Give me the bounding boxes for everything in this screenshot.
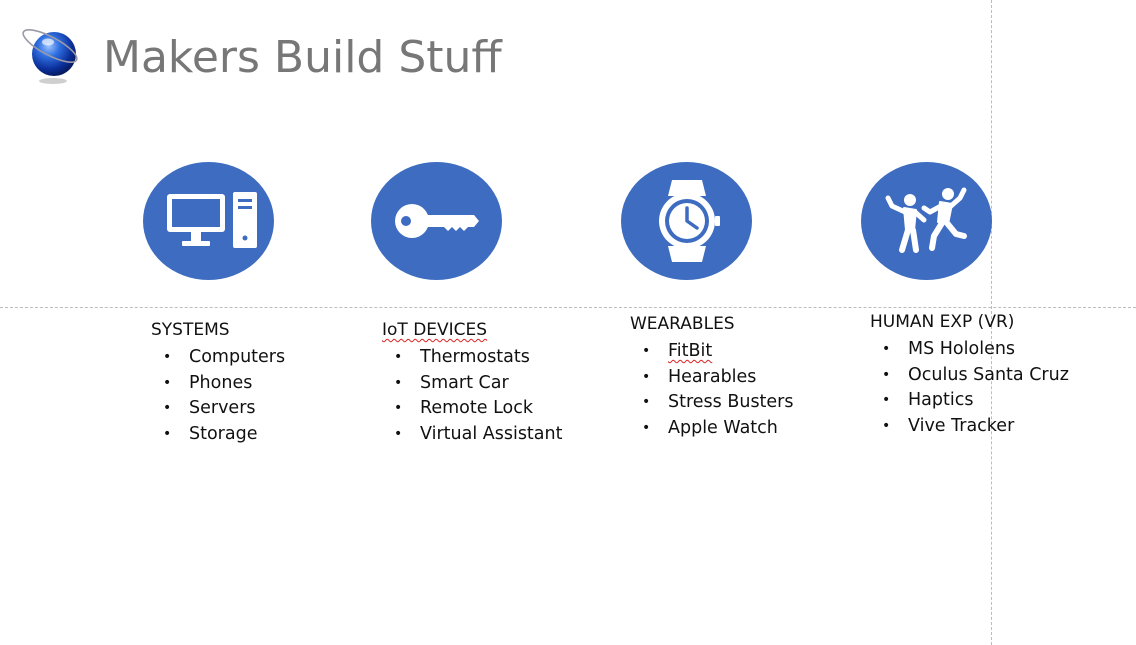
list-item-label: Apple Watch (668, 417, 778, 438)
column-heading-text: IoT DEVICES (382, 320, 488, 340)
list-item: • Phones (151, 371, 285, 397)
vertical-guide-line (991, 0, 992, 645)
smartwatch-icon (658, 180, 720, 262)
bullet-icon: • (163, 425, 172, 442)
list-item: • Remote Lock (382, 396, 562, 422)
bullet-icon: • (163, 349, 172, 365)
wearables-column: WEARABLES • FitBit • Hearables • Stress Bus… (630, 314, 794, 441)
bullet-icon: • (882, 417, 891, 434)
bullet-list: • MS Hololens • Oculus Santa Cruz • Haptics… (870, 337, 1069, 439)
slide-title: Makers Build Stuff (103, 32, 502, 83)
list-item: • Storage (151, 422, 285, 448)
list-item-label: Stress Busters (668, 392, 794, 413)
bullet-icon: • (642, 419, 651, 436)
list-item-label: Vive Tracker (908, 415, 1015, 436)
bullet-list: • FitBit • Hearables • Stress Busters • Appl… (630, 339, 794, 441)
systems-circle (143, 162, 274, 280)
column-heading: HUMAN EXP (VR) (870, 312, 1015, 332)
bullet-list: • Thermostats • Smart Car • Remote Lock • Vi… (382, 345, 562, 447)
list-item: • Stress Busters (630, 390, 794, 416)
list-item-label: Haptics (908, 390, 974, 411)
column-heading: SYSTEMS (151, 320, 230, 340)
bullet-icon: • (642, 368, 651, 385)
column-heading: WEARABLES (630, 314, 735, 334)
human-exp-column: HUMAN EXP (VR) • MS Hololens • Oculus Sant… (870, 312, 1069, 439)
bullet-icon: • (882, 366, 891, 383)
list-item-label: Smart Car (420, 372, 509, 393)
list-item: • Virtual Assistant (382, 422, 562, 448)
bullet-icon: • (882, 392, 891, 409)
list-item-label: Storage (189, 423, 258, 444)
iot-devices-circle (371, 162, 502, 280)
list-item: • Servers (151, 396, 285, 422)
bullet-icon: • (882, 341, 891, 357)
bullet-icon: • (642, 394, 651, 411)
list-item-label: Phones (189, 372, 253, 393)
bullet-icon: • (642, 343, 651, 359)
list-item-label: Computers (189, 347, 286, 367)
list-item: • Thermostats (382, 345, 562, 371)
list-item-label: Remote Lock (420, 398, 533, 419)
list-item-label: Servers (189, 398, 256, 419)
bullet-icon: • (394, 400, 403, 417)
people-dancing-icon (885, 187, 967, 253)
systems-column: SYSTEMS • Computers • Phones • Servers • Sto… (151, 320, 285, 447)
list-item: • Haptics (870, 388, 1069, 414)
horizontal-guide-line (0, 307, 1136, 308)
list-item-label: MS Hololens (908, 339, 1016, 359)
list-item-label: Oculus Santa Cruz (908, 364, 1069, 385)
list-item: • Oculus Santa Cruz (870, 363, 1069, 389)
bullet-icon: • (394, 425, 403, 442)
bullet-icon: • (163, 400, 172, 417)
bullet-list: • Computers • Phones • Servers • Storage (151, 345, 285, 447)
list-item: • Apple Watch (630, 416, 794, 442)
list-item: • FitBit (630, 339, 794, 365)
wearables-circle (621, 162, 752, 280)
human-exp-circle (861, 162, 992, 280)
list-item: • Computers (151, 345, 285, 371)
list-item-label: Thermostats (420, 347, 530, 367)
list-item-label: FitBit (668, 341, 713, 361)
bullet-icon: • (394, 349, 403, 365)
column-heading: IoT DEVICES (382, 320, 562, 340)
list-item: • Hearables (630, 365, 794, 391)
list-item-label: Virtual Assistant (420, 423, 563, 444)
list-item: • MS Hololens (870, 337, 1069, 363)
list-item: • Vive Tracker (870, 414, 1069, 440)
list-item: • Smart Car (382, 371, 562, 397)
bullet-icon: • (394, 374, 403, 391)
desktop-computer-icon (166, 192, 257, 248)
globe-logo-icon (22, 29, 78, 84)
key-icon (394, 204, 479, 238)
list-item-label: Hearables (668, 366, 757, 387)
iot-devices-column: IoT DEVICES • Thermostats • Smart Car • Rem… (382, 320, 562, 447)
bullet-icon: • (163, 374, 172, 391)
